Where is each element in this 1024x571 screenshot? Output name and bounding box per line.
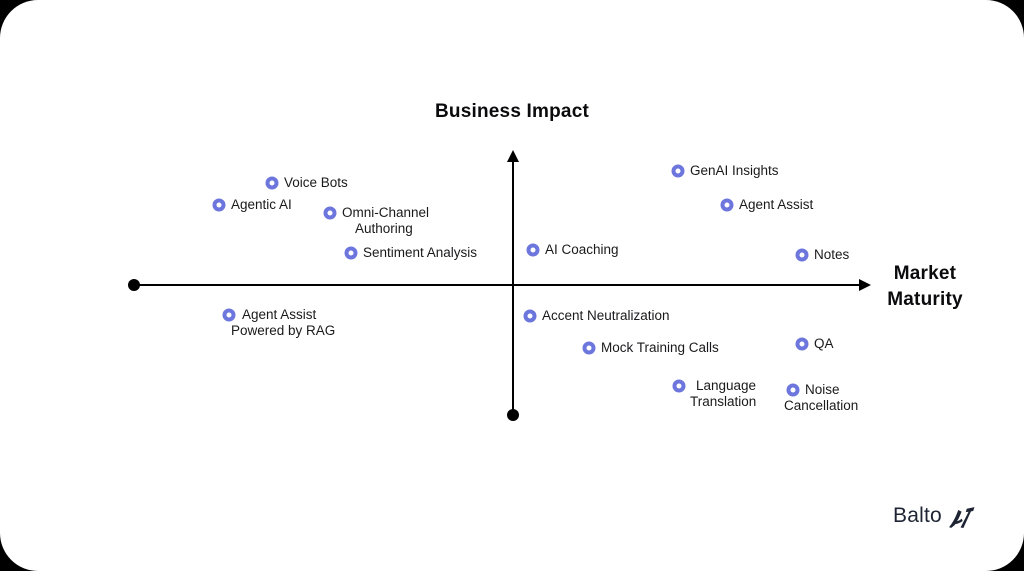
brand-logo: Balto xyxy=(893,504,976,528)
data-point-label: Voice Bots xyxy=(284,175,348,190)
data-point-label: Notes xyxy=(814,247,850,262)
brand-wordmark: Balto xyxy=(893,504,942,527)
data-point-label: Cancellation xyxy=(784,398,859,413)
data-point-label: Translation xyxy=(690,394,757,409)
data-point-label: Noise xyxy=(805,382,840,397)
data-point-label: Omni-Channel xyxy=(342,205,430,220)
data-point-label: Authoring xyxy=(355,221,413,236)
data-point-label: Mock Training Calls xyxy=(601,340,719,355)
data-point-dot xyxy=(222,308,236,322)
x-axis-arrowhead-icon xyxy=(859,279,871,291)
y-axis-arrowhead-icon xyxy=(507,150,519,162)
data-point-dot xyxy=(265,176,279,190)
y-axis-line xyxy=(512,159,514,415)
data-point-dot xyxy=(212,198,226,212)
data-point-label: Agentic AI xyxy=(231,197,292,212)
data-point-dot xyxy=(786,383,800,397)
data-point-label: Agent Assist xyxy=(739,197,814,212)
data-point-dot xyxy=(344,246,358,260)
data-point-dot xyxy=(671,164,685,178)
x-axis-origin-dot xyxy=(128,279,140,291)
data-point-dot xyxy=(720,198,734,212)
data-point-dot xyxy=(523,309,537,323)
data-point-label: Powered by RAG xyxy=(231,323,336,338)
y-axis-end-dot xyxy=(507,409,519,421)
data-point-dot xyxy=(795,248,809,262)
data-point-label: QA xyxy=(814,336,834,351)
data-point-dot xyxy=(795,337,809,351)
data-point-dot xyxy=(323,206,337,220)
x-axis-title: Market Maturity xyxy=(887,263,963,310)
data-point-label: Sentiment Analysis xyxy=(363,245,478,260)
data-point-label: GenAI Insights xyxy=(690,163,779,178)
data-point-label: Accent Neutralization xyxy=(542,308,670,323)
data-point-label: AI Coaching xyxy=(545,242,619,257)
y-axis-title: Business Impact xyxy=(435,101,589,122)
wolf-icon xyxy=(946,504,976,528)
data-point-dot xyxy=(582,341,596,355)
x-axis-line xyxy=(137,284,861,286)
data-point-dot xyxy=(526,243,540,257)
data-point-label: Agent Assist xyxy=(242,307,317,322)
data-point-label: Language xyxy=(696,378,757,393)
data-point-dot xyxy=(672,379,686,393)
